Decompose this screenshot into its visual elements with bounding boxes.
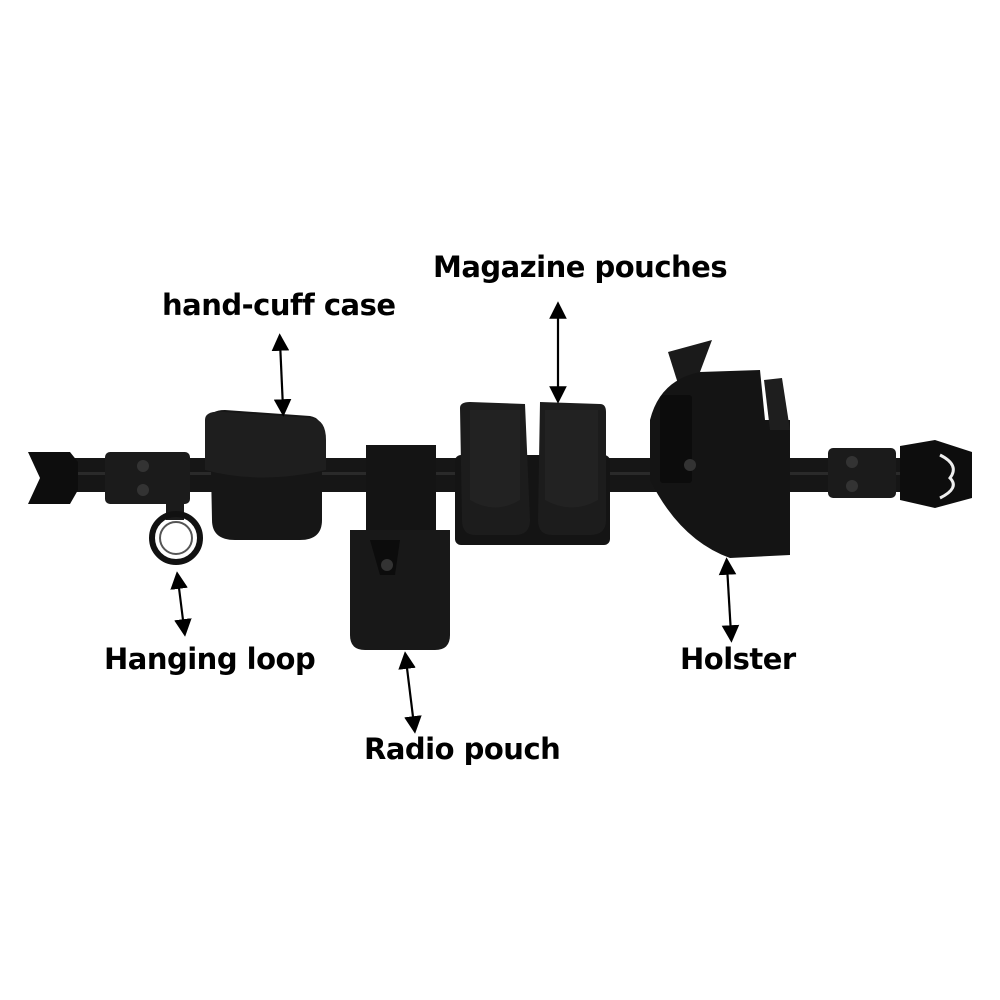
label-radio-pouch: Radio pouch [364,732,561,766]
handcuff-case-icon [205,410,326,540]
hanging-loop-icon [149,500,203,565]
right-buckle-icon [828,440,972,508]
arrow-handcuff [271,333,292,417]
arrow-radio [398,651,422,734]
callout-arrows [170,301,740,734]
radio-pouch-icon [350,445,450,650]
left-buckle-icon [28,452,190,504]
holster-icon [650,340,790,558]
label-magazine-pouches: Magazine pouches [433,250,728,284]
label-handcuff-case: hand-cuff case [162,288,396,322]
magazine-pouches-icon [455,402,610,545]
label-holster: Holster [680,642,796,676]
arrow-holster [718,557,740,643]
label-hanging-loop: Hanging loop [104,642,316,676]
arrow-hanging [170,571,192,637]
